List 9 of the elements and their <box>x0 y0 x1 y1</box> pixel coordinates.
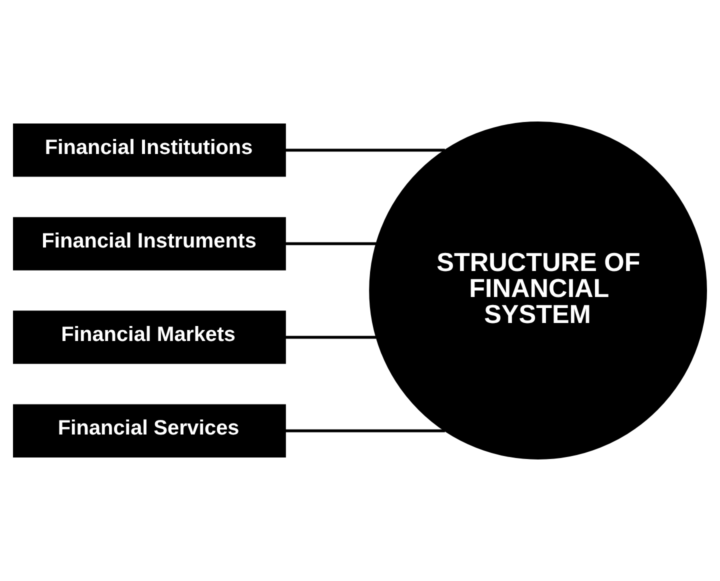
connector <box>285 429 445 432</box>
node-box: Financial Instruments <box>13 217 286 270</box>
node-box: Financial Services <box>13 404 286 458</box>
connector <box>285 336 376 339</box>
node-circle: STRUCTURE OF FINANCIAL SYSTEM <box>369 122 707 460</box>
node-box: Financial Markets <box>13 310 286 364</box>
connector <box>285 148 445 152</box>
connector <box>285 242 376 246</box>
node-box: Financial Institutions <box>13 124 286 177</box>
